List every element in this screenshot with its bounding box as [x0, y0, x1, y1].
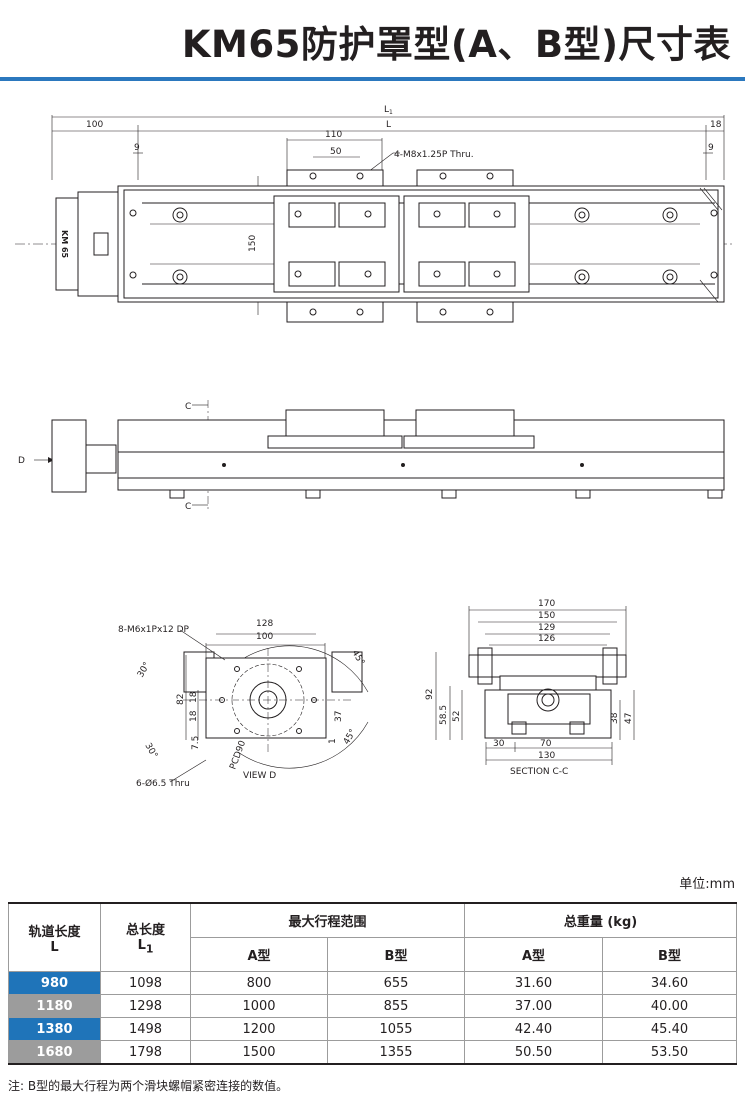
header-rail-length-symbol: L [50, 939, 59, 955]
cell-stroke-b: 855 [326, 994, 466, 1018]
vd-caption: VIEW D [243, 771, 276, 781]
cell-weight-a: 31.60 [464, 971, 604, 995]
cell-total-length: 1098 [100, 971, 191, 995]
vd-82-label: 82 [176, 694, 186, 705]
dim-50-label: 50 [330, 147, 342, 157]
cc-38-label: 38 [610, 712, 620, 724]
dim-l-label: L [386, 120, 391, 130]
dim-9-right-label: 9 [708, 143, 714, 153]
cell-rail-length: 980 [8, 971, 101, 995]
cell-stroke-b: 1355 [326, 1040, 466, 1065]
cc-92-label: 92 [425, 689, 435, 700]
vd-18a-label: 18 [189, 710, 199, 722]
motor-label: KM 65 [60, 230, 69, 259]
technical-drawing: L1 L 100 18 9 9 110 50 4-M8x1.25P Thru. … [15, 105, 735, 789]
vd-pcd-label: PCD90 [228, 739, 248, 771]
side-c-top-label: C [185, 402, 191, 412]
section-cc [435, 606, 635, 765]
top-view [15, 115, 735, 323]
cell-stroke-b: 655 [326, 971, 466, 995]
header-stroke-type-b: B型 [326, 937, 466, 972]
cell-weight-b: 34.60 [602, 971, 738, 995]
cc-70-label: 70 [540, 739, 552, 749]
cell-rail-length: 1380 [8, 1017, 101, 1041]
cell-stroke-a: 1200 [190, 1017, 328, 1041]
screw-note: 4-M8x1.25P Thru. [394, 150, 474, 160]
table-row: 1180 1298 1000 855 37.00 40.00 [8, 994, 738, 1018]
header-rail-length-text: 轨道长度 [28, 924, 81, 940]
table-row: 1680 1798 1500 1355 50.50 53.50 [8, 1040, 738, 1065]
vd-45-bottom-label: 45° [342, 728, 359, 747]
spec-table: 轨道长度 L 总长度 L1 最大行程范围 总重量 (kg) A型 B型 A型 B… [8, 902, 738, 1065]
table-row: 1380 1498 1200 1055 42.40 45.40 [8, 1017, 738, 1041]
cc-52-label: 52 [452, 711, 462, 722]
page-title: KM65防护罩型(A、B型)尺寸表 [181, 23, 731, 66]
cell-rail-length: 1180 [8, 994, 101, 1018]
vd-1-label: 1 [328, 738, 338, 744]
cc-170-label: 170 [538, 599, 555, 609]
title-rule [0, 77, 745, 81]
dim-150-label: 150 [248, 235, 258, 252]
table-row: 980 1098 800 655 31.60 34.60 [8, 971, 738, 995]
side-view [34, 400, 725, 510]
cc-129-label: 129 [538, 623, 555, 633]
cc-47-label: 47 [624, 713, 634, 724]
cell-total-length: 1298 [100, 994, 191, 1018]
dim-110-label: 110 [325, 130, 342, 140]
side-d-label: D [18, 456, 25, 466]
vd-7-5-label: 7.5 [191, 736, 201, 750]
header-max-stroke: 最大行程范围 [189, 902, 466, 938]
unit-label: 单位:mm [679, 877, 735, 892]
cell-rail-length: 1680 [8, 1040, 101, 1065]
cc-150-label: 150 [538, 611, 555, 621]
header-total-length-subscript: 1 [145, 942, 154, 956]
cell-weight-b: 53.50 [602, 1040, 738, 1065]
vd-30-bottom-label: 30° [142, 742, 159, 761]
cell-weight-b: 45.40 [602, 1017, 738, 1041]
vd-100-label: 100 [256, 632, 273, 642]
cell-stroke-a: 1000 [190, 994, 328, 1018]
view-d [169, 629, 369, 783]
header-total-weight: 总重量 (kg) [464, 902, 738, 938]
vd-thru-note: 6-Ø6.5 Thru [136, 778, 190, 789]
cell-total-length: 1798 [100, 1040, 191, 1065]
footnote: 注: B型的最大行程为两个滑块螺帽紧密连接的数值。 [8, 1079, 289, 1093]
header-weight-type-a: A型 [464, 937, 604, 972]
vd-18b-label: 18 [189, 691, 199, 703]
dim-l1-label: L1 [384, 105, 393, 116]
dim-100-label: 100 [86, 120, 103, 130]
cc-30-label: 30 [493, 739, 505, 749]
vd-128-label: 128 [256, 619, 273, 629]
header-weight-type-b: B型 [602, 937, 738, 972]
cc-126-label: 126 [538, 634, 555, 644]
header-total-length-symbol: L1 [137, 938, 154, 956]
cc-caption: SECTION C-C [510, 767, 568, 777]
cell-stroke-a: 1500 [190, 1040, 328, 1065]
cell-stroke-b: 1055 [326, 1017, 466, 1041]
vd-hole-note: 8-M6x1Px12 DP [118, 625, 190, 635]
cell-weight-a: 37.00 [464, 994, 604, 1018]
cell-weight-a: 50.50 [464, 1040, 604, 1065]
cell-total-length: 1498 [100, 1017, 191, 1041]
dim-9-left-label: 9 [134, 143, 140, 153]
dim-18-label: 18 [710, 120, 722, 130]
vd-37-label: 37 [334, 711, 344, 722]
cell-weight-b: 40.00 [602, 994, 738, 1018]
header-rail-length: 轨道长度 L [8, 902, 101, 972]
header-stroke-type-a: A型 [190, 937, 328, 972]
vd-45-top-label: 45° [349, 649, 366, 668]
cell-stroke-a: 800 [190, 971, 328, 995]
side-c-bottom-label: C [185, 502, 191, 512]
header-total-length-text: 总长度 [125, 923, 165, 939]
cell-weight-a: 42.40 [464, 1017, 604, 1041]
header-total-length: 总长度 L1 [100, 902, 191, 972]
cc-58-5-label: 58.5 [439, 705, 449, 725]
cc-130-label: 130 [538, 751, 555, 761]
vd-30-top-label: 30° [136, 661, 153, 680]
